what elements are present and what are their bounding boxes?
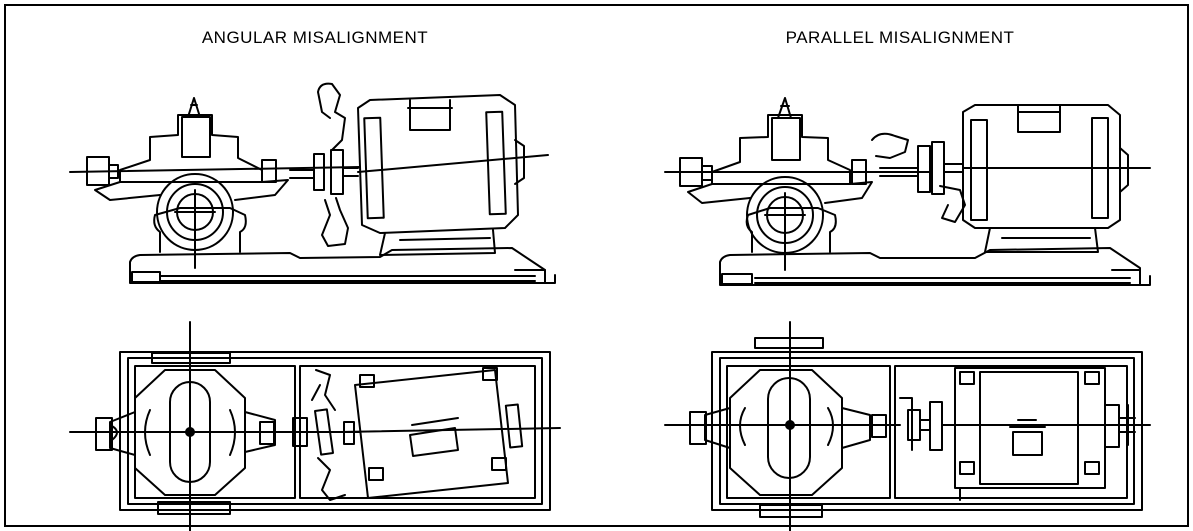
angular-top-pump-body [135, 370, 245, 495]
angular-side-base [130, 248, 545, 283]
parallel-side-base-rail [755, 278, 1130, 283]
parallel-top-motor-foot-2 [1085, 372, 1099, 384]
parallel-pump-upper-casing [712, 115, 850, 184]
angular-motor-end-bell [515, 140, 524, 184]
parallel-pump-discharge-arrow [778, 98, 791, 118]
parallel-motor-terminal-box [1018, 105, 1060, 132]
parallel-top-base-pump-area [727, 366, 890, 498]
parallel-top-motor-end-detail [1119, 405, 1135, 445]
angular-top-motor-foot-4 [492, 458, 506, 470]
parallel-top-pump-bearing-left [690, 412, 706, 444]
angular-pump-pedestal [154, 208, 246, 252]
angular-side-base-rail [160, 276, 535, 281]
parallel-coupling-shaft [880, 164, 962, 176]
angular-top-pump-center-dot [186, 428, 194, 436]
parallel-lower-hand [940, 186, 965, 222]
parallel-top-pump-centerline [665, 322, 900, 531]
angular-top-motor-centerline [340, 428, 560, 432]
angular-motor-terminal-box [408, 100, 452, 130]
angular-top-motor-body [355, 370, 508, 498]
angular-top-motor-foot-2 [483, 368, 497, 380]
parallel-top-motor-foot-3 [960, 462, 974, 474]
angular-coupling-shaft [290, 168, 358, 178]
parallel-top-coupling-left [872, 415, 886, 437]
parallel-top-pump-body [730, 370, 842, 495]
angular-pump-crosshair [175, 190, 215, 268]
parallel-top-pump-center-dot [786, 421, 794, 429]
angular-motor-shaft-line [358, 155, 548, 172]
angular-misalignment-title: ANGULAR MISALIGNMENT [201, 28, 429, 47]
parallel-top-base-outer [712, 352, 1142, 510]
parallel-side-base-foot-left [722, 274, 752, 284]
angular-top-hand-lower [318, 458, 345, 500]
parallel-side-view [665, 98, 1150, 285]
parallel-pump-casing-body [688, 182, 872, 203]
angular-motor-frame [358, 95, 518, 233]
parallel-top-motor-foot-4 [1085, 462, 1099, 474]
parallel-coupling-hub-right [932, 142, 944, 194]
diagram-frame [4, 4, 1189, 527]
parallel-misalignment-title: PARALLEL MISALIGNMENT [785, 28, 1015, 47]
parallel-top-motor-terminal-box [1010, 420, 1045, 455]
parallel-coupling-hub-left [918, 146, 930, 192]
parallel-pump-crosshair [765, 193, 805, 270]
angular-side-base-foot-right [515, 270, 555, 283]
angular-side-base-foot-left [132, 272, 160, 282]
parallel-top-motor-end [1105, 405, 1119, 447]
angular-lower-hand [322, 198, 348, 246]
angular-top-hand-upper [312, 370, 335, 410]
angular-top-pump-outlet-flange [158, 502, 230, 514]
parallel-top-motor-foot-1 [960, 372, 974, 384]
parallel-side-base [720, 248, 1140, 285]
angular-coupling-hub-right [331, 150, 343, 194]
angular-top-pump-bearing-left [96, 418, 112, 450]
parallel-top-coupling-hub-a [908, 410, 920, 440]
parallel-side-base-foot-right [1112, 270, 1150, 285]
angular-coupling-hub-left [314, 154, 324, 190]
angular-top-motor-coupling [344, 422, 354, 444]
parallel-top-coupling-gap [900, 398, 930, 450]
angular-motor-fin-right [486, 112, 506, 214]
angular-upper-hand [318, 84, 345, 150]
angular-top-motor-terminal-box [410, 418, 458, 456]
parallel-motor-fin-left [971, 120, 987, 220]
angular-pump-discharge [182, 117, 210, 157]
parallel-top-coupling-hub-b [930, 402, 942, 450]
parallel-motor-frame [963, 105, 1120, 228]
parallel-top-view [665, 322, 1150, 531]
angular-top-motor-end [506, 404, 522, 447]
angular-side-view [70, 84, 555, 283]
parallel-motor-feet [985, 228, 1098, 252]
angular-motor-fin-left [364, 118, 383, 218]
angular-pump-upper-casing [120, 115, 262, 182]
angular-pump-bearing-right [262, 160, 276, 182]
angular-top-view [70, 322, 560, 531]
angular-top-motor-foot-1 [360, 375, 374, 387]
parallel-upper-hand [872, 134, 908, 158]
angular-top-motor-foot-3 [369, 468, 383, 480]
parallel-pump-discharge [772, 118, 800, 160]
parallel-top-motor-inner [980, 372, 1078, 484]
angular-pump-shaft-line [70, 167, 360, 172]
angular-pump-discharge-arrow [188, 98, 200, 117]
angular-motor-feet [380, 230, 495, 255]
parallel-motor-end-bell [1120, 148, 1128, 192]
